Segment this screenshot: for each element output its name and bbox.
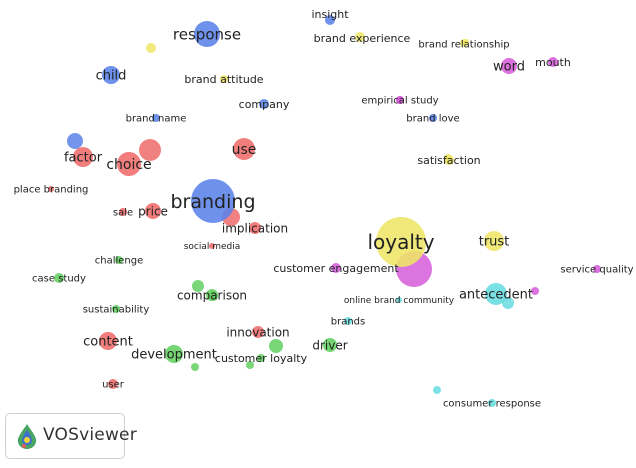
- node-label-empirical-study[interactable]: empirical study: [361, 96, 438, 107]
- node-circles: [48, 15, 601, 407]
- node-label-brand-name[interactable]: brand name: [126, 114, 187, 125]
- node-label-sale[interactable]: sale: [113, 208, 133, 219]
- network-node-online-brand-community[interactable]: [396, 297, 402, 303]
- node-label-social-media[interactable]: social media: [184, 242, 241, 252]
- node-label-price[interactable]: price: [138, 204, 168, 218]
- node-label-case-study[interactable]: case study: [32, 274, 86, 285]
- network-node-service-quality[interactable]: [593, 265, 601, 273]
- vosviewer-logo-box: VOSviewer: [5, 413, 137, 459]
- node-label-development[interactable]: development: [131, 348, 217, 363]
- node-label-brands[interactable]: brands: [331, 317, 365, 328]
- network-node-loyalty[interactable]: [376, 217, 426, 267]
- node-label-content[interactable]: content: [83, 335, 133, 350]
- network-node-comparison[interactable]: [206, 289, 218, 301]
- network-node-social-media[interactable]: [209, 243, 215, 249]
- node-label-antecedent[interactable]: antecedent: [459, 288, 533, 303]
- network-node-trust[interactable]: [484, 231, 504, 251]
- vosviewer-logo-text: VOSviewer: [43, 425, 137, 445]
- network-node-satellite[interactable]: [192, 280, 204, 292]
- network-node-brand-experience[interactable]: [355, 32, 365, 42]
- network-node-factor[interactable]: [73, 147, 93, 167]
- network-node-development[interactable]: [165, 345, 183, 363]
- node-label-trust[interactable]: trust: [479, 235, 510, 250]
- node-label-place-branding[interactable]: place branding: [14, 185, 89, 196]
- node-label-online-brand-community[interactable]: online brand community: [344, 296, 455, 306]
- network-node-brand-relationship[interactable]: [460, 39, 468, 47]
- node-label-innovation[interactable]: innovation: [226, 325, 289, 339]
- node-label-insight[interactable]: insight: [311, 8, 349, 21]
- node-label-choice[interactable]: choice: [106, 157, 151, 173]
- node-label-loyalty[interactable]: loyalty: [367, 230, 434, 254]
- network-node-insight[interactable]: [325, 15, 335, 25]
- network-node-branding[interactable]: [191, 179, 235, 223]
- node-label-sustainability[interactable]: sustainability: [83, 305, 150, 316]
- node-label-comparison[interactable]: comparison: [177, 288, 247, 302]
- node-label-implication[interactable]: implication: [222, 221, 288, 235]
- network-node-child[interactable]: [102, 66, 120, 84]
- node-label-brand-relationship[interactable]: brand relationship: [418, 40, 509, 51]
- network-node-brand-love[interactable]: [429, 114, 437, 122]
- network-node-antecedent[interactable]: [485, 283, 507, 305]
- node-label-branding[interactable]: branding: [171, 191, 256, 213]
- node-label-driver[interactable]: driver: [312, 338, 347, 352]
- network-node-brands[interactable]: [344, 317, 352, 325]
- network-node-driver[interactable]: [323, 338, 337, 352]
- network-node-mouth[interactable]: [548, 57, 558, 67]
- network-node-company[interactable]: [259, 99, 269, 109]
- network-node-satellite[interactable]: [67, 133, 83, 149]
- node-label-customer-loyalty[interactable]: customer loyalty: [215, 352, 308, 365]
- network-node-sustainability[interactable]: [112, 305, 120, 313]
- network-node-consumer-response[interactable]: [488, 399, 496, 407]
- network-node-place-branding[interactable]: [48, 186, 54, 192]
- node-label-use[interactable]: use: [232, 142, 257, 158]
- node-label-brand-experience[interactable]: brand experience: [314, 32, 411, 45]
- network-node-empirical-study[interactable]: [396, 96, 404, 104]
- network-node-choice[interactable]: [117, 152, 141, 176]
- network-node-response[interactable]: [194, 21, 220, 47]
- node-label-challenge[interactable]: challenge: [95, 256, 144, 267]
- network-node-customer-loyalty[interactable]: [257, 354, 265, 362]
- network-node-satellite[interactable]: [139, 139, 161, 161]
- network-node-innovation[interactable]: [252, 326, 264, 338]
- network-node-case-study[interactable]: [54, 273, 64, 283]
- network-node-user[interactable]: [108, 379, 118, 389]
- network-node-satellite[interactable]: [146, 43, 156, 53]
- network-node-use[interactable]: [233, 138, 255, 160]
- network-node-satellite[interactable]: [531, 287, 539, 295]
- network-node-satellite[interactable]: [191, 363, 199, 371]
- network-node-price[interactable]: [145, 203, 161, 219]
- network-node-satellite[interactable]: [246, 361, 254, 369]
- vosviewer-logo-icon: [17, 424, 37, 449]
- network-node-implication[interactable]: [249, 222, 261, 234]
- node-label-child[interactable]: child: [96, 69, 127, 84]
- node-label-brand-love[interactable]: brand love: [406, 114, 459, 125]
- node-label-consumer-response[interactable]: consumer response: [443, 399, 541, 410]
- node-label-user[interactable]: user: [102, 380, 125, 391]
- network-node-brand-attitude[interactable]: [220, 75, 228, 83]
- network-node-satellite[interactable]: [433, 386, 441, 394]
- network-node-content[interactable]: [99, 332, 117, 350]
- network-node-satellite[interactable]: [269, 339, 283, 353]
- network-node-sale[interactable]: [119, 208, 127, 216]
- node-label-service-quality[interactable]: service quality: [560, 265, 633, 276]
- network-node-brand-name[interactable]: [152, 114, 160, 122]
- node-label-customer-engagement[interactable]: customer engagement: [273, 262, 399, 275]
- network-node-satisfaction[interactable]: [444, 155, 454, 165]
- node-label-mouth[interactable]: mouth: [535, 56, 571, 69]
- node-labels: insight brand experience brand relationshi…: [14, 8, 634, 410]
- node-label-response[interactable]: response: [173, 25, 241, 43]
- node-label-factor[interactable]: factor: [64, 151, 103, 166]
- network-node-challenge[interactable]: [115, 256, 123, 264]
- node-label-brand-attitude[interactable]: brand attitude: [184, 73, 263, 86]
- node-label-word[interactable]: word: [493, 60, 525, 75]
- node-label-company[interactable]: company: [239, 98, 290, 111]
- network-node-customer-engagement[interactable]: [331, 263, 341, 273]
- network-node-word[interactable]: [501, 58, 517, 74]
- node-label-satisfaction[interactable]: satisfaction: [417, 154, 480, 167]
